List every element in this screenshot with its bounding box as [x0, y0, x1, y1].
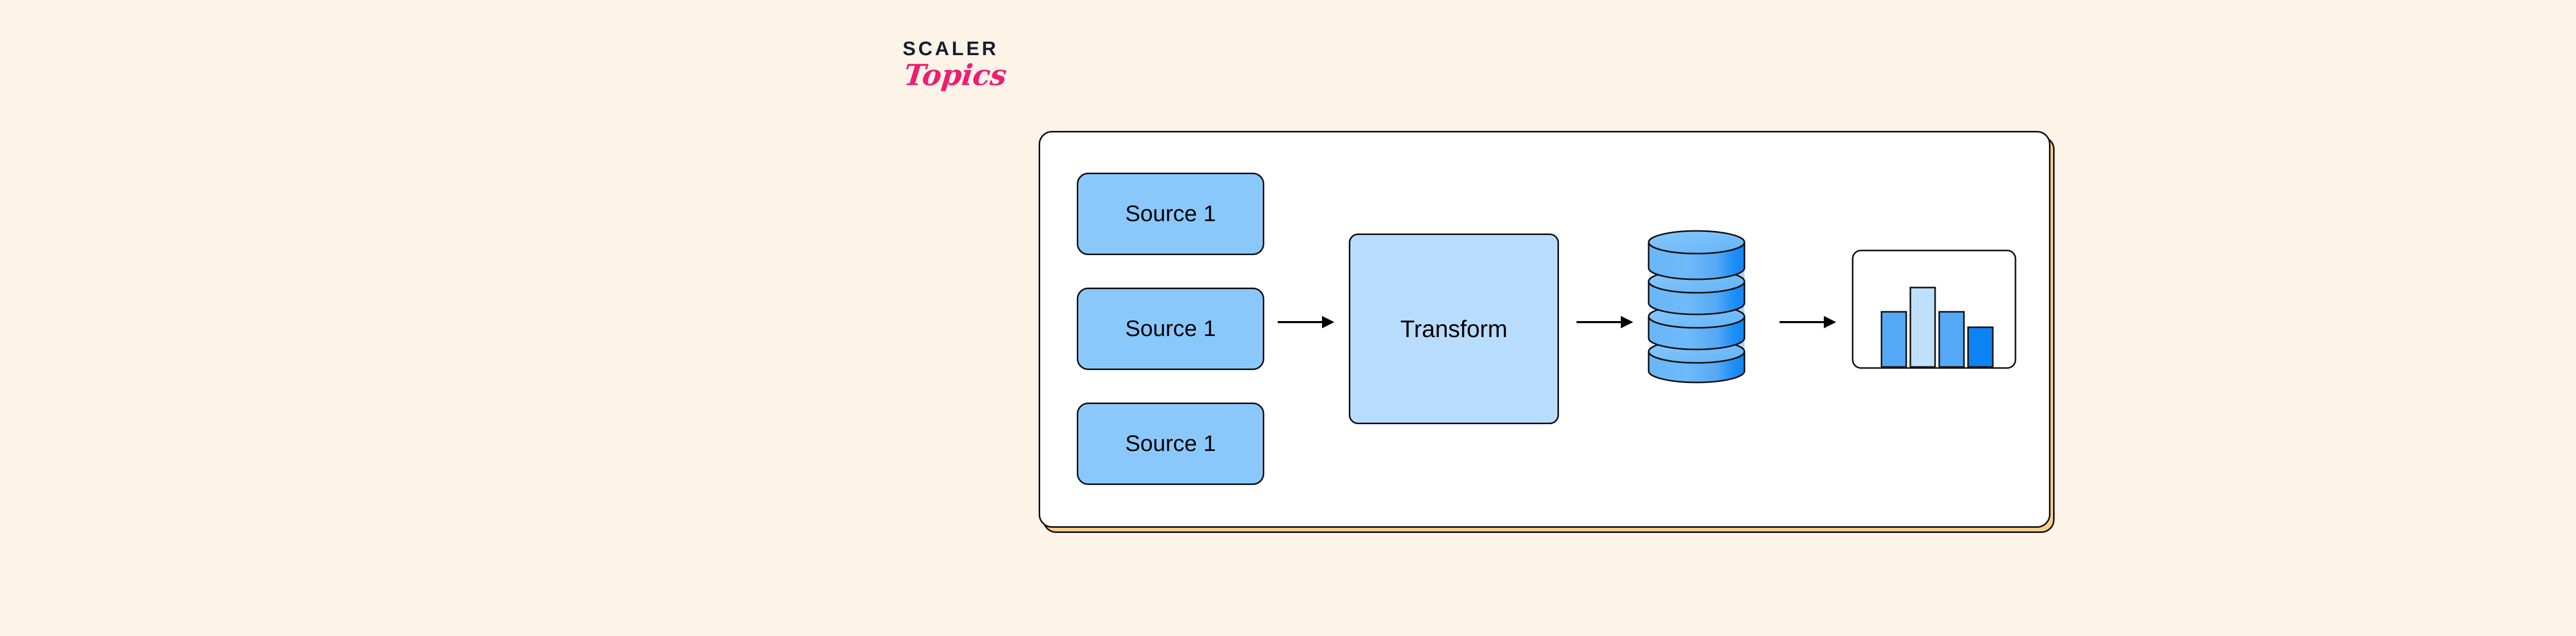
source-box-1: Source 1 — [1077, 173, 1264, 255]
database-icon — [1637, 224, 1756, 383]
source-box-3: Source 1 — [1077, 403, 1264, 485]
arrow-transform-to-database — [1577, 312, 1633, 332]
bar-chart — [1852, 249, 2016, 369]
source-box-2: Source 1 — [1077, 288, 1264, 370]
chart-bar — [1967, 326, 1994, 368]
arrow-right-icon — [1278, 316, 1334, 328]
chart-bar — [1909, 287, 1936, 368]
bar-chart-svg — [1852, 249, 2016, 369]
chart-bars — [1880, 287, 1994, 368]
chart-bar — [1938, 311, 1965, 368]
arrow-right-icon — [1577, 316, 1633, 328]
arrow-right-icon — [1780, 316, 1836, 328]
source-box-label: Source 1 — [1125, 201, 1216, 226]
logo-primary-text: SCALER — [903, 38, 999, 60]
logo-secondary-text: Topics — [902, 58, 1009, 92]
source-box-label: Source 1 — [1125, 431, 1216, 456]
arrow-database-to-chart — [1780, 312, 1836, 332]
transform-box: Transform — [1349, 233, 1559, 424]
transform-box-label: Transform — [1400, 315, 1507, 342]
arrow-source-to-transform — [1278, 312, 1334, 332]
source-box-label: Source 1 — [1125, 316, 1216, 341]
chart-bar — [1880, 311, 1907, 368]
database-cylinder-stack-icon — [1648, 230, 1745, 383]
scaler-topics-logo: SCALER Topics — [901, 39, 1055, 106]
